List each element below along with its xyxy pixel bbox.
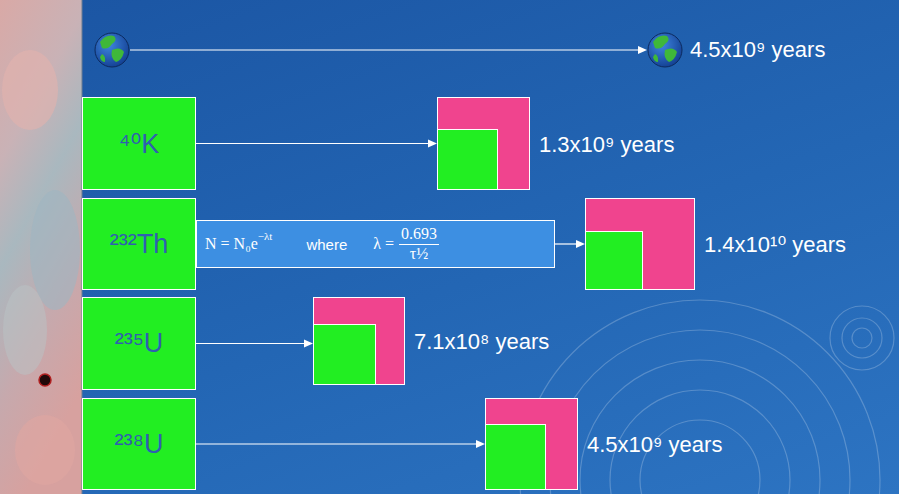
remaining-fraction-box: 4.5x10⁹ years [485,398,578,490]
formula-box: N = N₀e−λt where λ = 0.693τ½ [196,220,555,268]
isotope-box: ²³⁵U [82,297,196,390]
decay-arrow [196,340,313,348]
formula-text: 0.693 [399,225,439,244]
remaining-square [313,324,376,385]
decay-arrow [196,140,437,148]
formula-text: λ = [373,235,394,253]
formula-text: τ½ [410,245,428,263]
isotope-box: ⁴⁰K [82,97,196,190]
isotope-box: ²³⁸U [82,398,196,490]
remaining-square [437,129,498,190]
half-life-value: 4.5x10⁹ years [587,432,722,458]
remaining-fraction-box: 1.3x10⁹ years [437,97,530,190]
isotope-symbol: ⁴⁰K [119,128,159,160]
decay-arrow [555,240,585,248]
decay-arrow [196,440,485,448]
exponent: −λt [258,230,273,242]
formula-text: N = N₀e [205,235,258,253]
timeline-arrow [130,46,647,54]
remaining-fraction-box: 1.4x10¹⁰ years [585,198,695,290]
earth-globe [95,33,129,67]
remaining-fraction-box: 7.1x10⁸ years [313,297,405,385]
half-life-value: 1.4x10¹⁰ years [704,232,846,258]
remaining-square [585,231,643,290]
nebula-strip [0,0,82,494]
half-life-value: 4.5x10⁹ years [690,37,825,63]
isotope-symbol: ²³⁸U [115,429,164,460]
fraction: 0.693τ½ [399,225,439,263]
formula-text: where [306,236,347,253]
isotope-box: ²³²Th [82,198,196,290]
isotope-symbol: ²³²Th [110,229,168,260]
half-life-value: 1.3x10⁹ years [539,132,674,158]
earth-globe [648,33,682,67]
remaining-square [485,424,546,490]
isotope-symbol: ²³⁵U [115,328,164,359]
half-life-value: 7.1x10⁸ years [414,329,549,355]
